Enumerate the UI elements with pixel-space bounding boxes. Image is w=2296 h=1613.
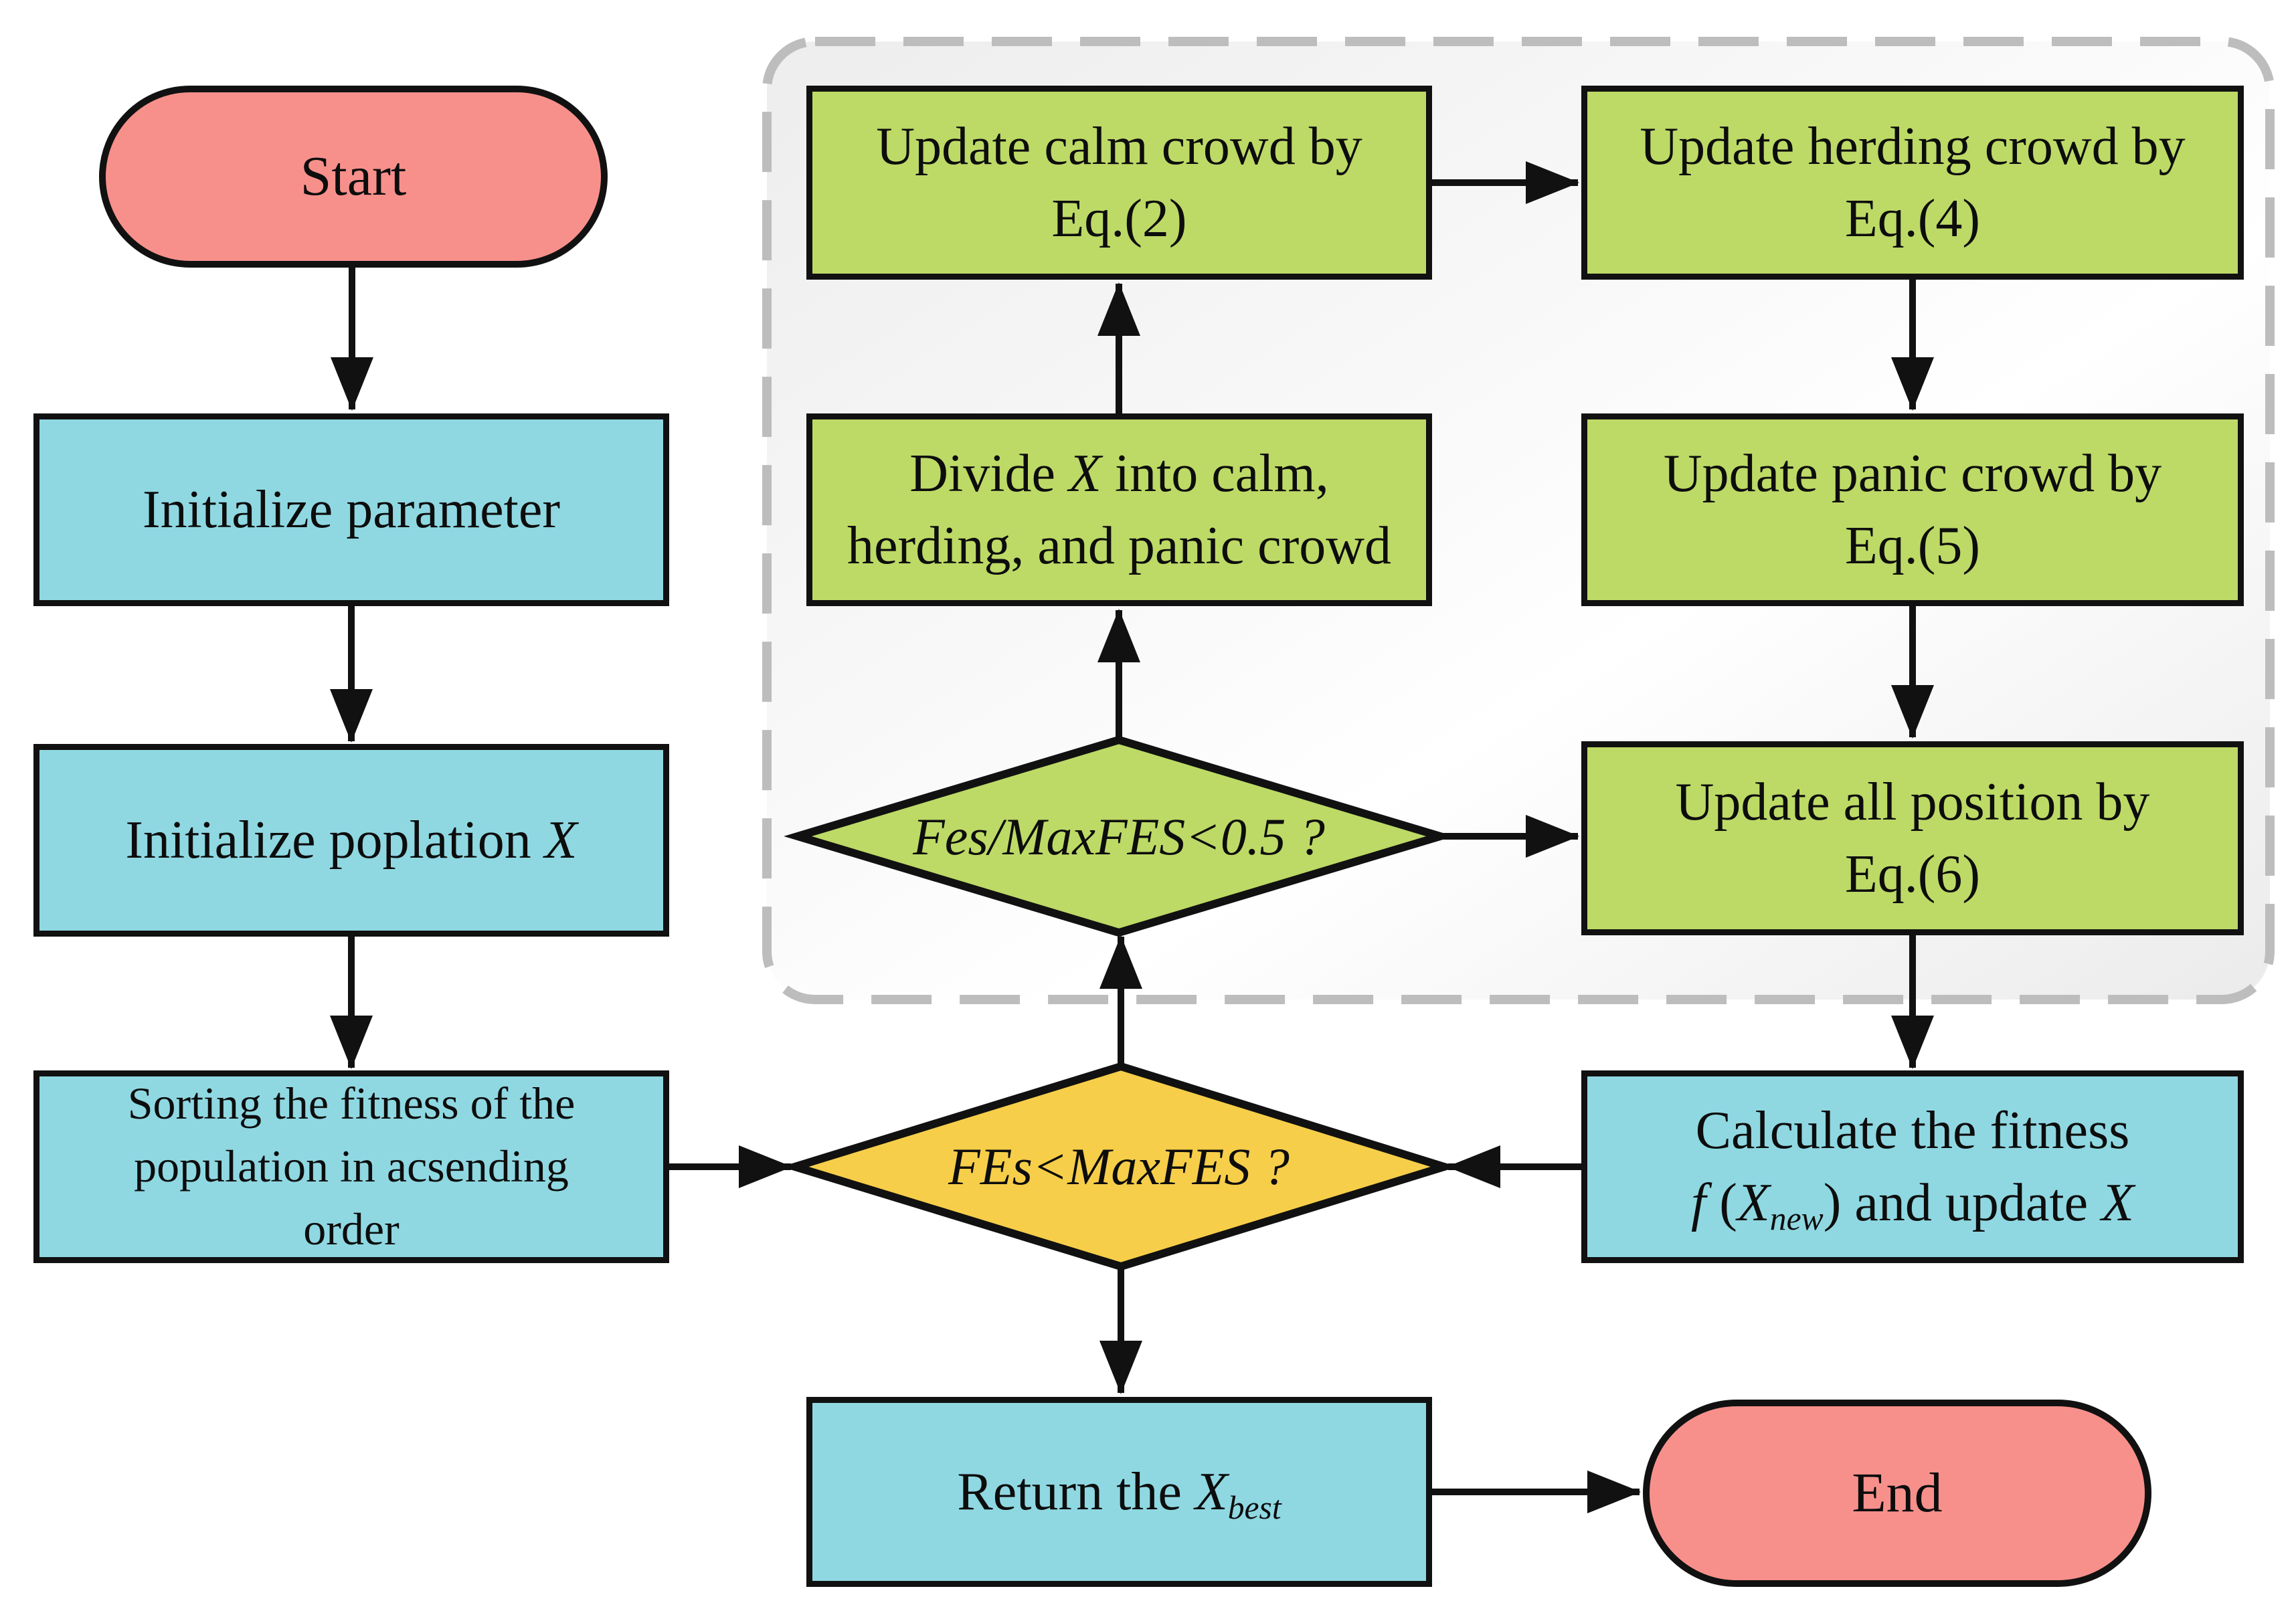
process-calculate-fitness: Calculate the fitness f (Xnew) and updat… (1581, 1070, 2244, 1263)
start-terminator: Start (99, 86, 608, 268)
decision-fes-max-label: FEs<MaxFES ? (948, 1137, 1290, 1196)
sorting-line-3: order (303, 1203, 400, 1254)
divide-line-2: herding, and panic crowd (847, 516, 1392, 575)
update-herding-line-2: Eq.(4) (1844, 189, 1981, 248)
calc-line-2: f (Xnew) and update X (1691, 1173, 2134, 1237)
process-initialize-population: Initialize poplation X (33, 744, 669, 937)
process-initialize-parameter: Initialize parameter (33, 413, 669, 606)
process-update-calm-crowd: Update calm crowd by Eq.(2) (806, 86, 1432, 280)
process-divide-population: Divide X into calm, herding, and panic c… (806, 413, 1432, 606)
end-label: End (1852, 1462, 1943, 1525)
process-update-herding-crowd: Update herding crowd by Eq.(4) (1581, 86, 2244, 280)
end-terminator: End (1643, 1400, 2151, 1587)
process-update-panic-crowd: Update panic crowd by Eq.(5) (1581, 413, 2244, 606)
process-sorting-fitness: Sorting the fitness of the population in… (33, 1070, 669, 1263)
process-return-best: Return the Xbest (806, 1397, 1432, 1587)
calc-line-1: Calculate the fitness (1695, 1101, 2130, 1160)
update-panic-line-1: Update panic crowd by (1663, 444, 2162, 503)
update-calm-line-1: Update calm crowd by (876, 117, 1362, 176)
update-herding-line-1: Update herding crowd by (1640, 117, 2186, 176)
initialize-population-label: Initialize poplation X (125, 811, 578, 870)
update-all-line-2: Eq.(6) (1844, 845, 1981, 904)
update-panic-line-2: Eq.(5) (1844, 516, 1981, 575)
decision-fes-half-label: Fes/MaxFES<0.5 ? (913, 807, 1325, 866)
process-update-all-position: Update all position by Eq.(6) (1581, 741, 2244, 935)
start-label: Start (300, 145, 407, 208)
flow-arrows (330, 161, 1934, 1513)
decision-fes-half-diamond (784, 735, 1454, 937)
update-all-line-1: Update all position by (1675, 773, 2150, 832)
update-calm-line-2: Eq.(2) (1051, 189, 1187, 248)
return-best-label: Return the Xbest (957, 1462, 1282, 1526)
initialize-parameter-label: Initialize parameter (142, 480, 561, 539)
divide-line-1: Divide X into calm, (909, 444, 1329, 503)
sorting-line-1: Sorting the fitness of the (127, 1078, 576, 1129)
sorting-line-2: population in acsending (134, 1141, 569, 1192)
